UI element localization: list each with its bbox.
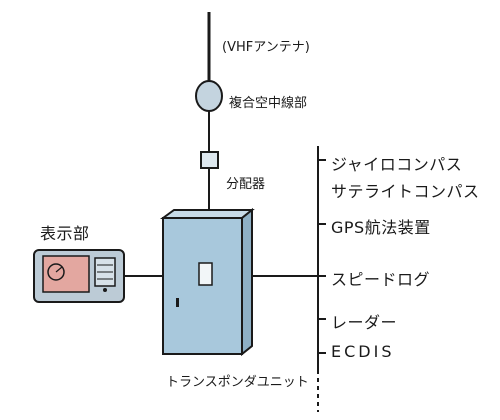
transponder-handle	[176, 298, 179, 307]
device-label-ecdis: ECDIS	[331, 342, 395, 361]
display-label: 表示部	[40, 224, 90, 243]
transponder-unit-shape	[162, 217, 243, 355]
antenna-label: (VHFアンテナ)	[222, 40, 310, 55]
splitter-label: 分配器	[226, 177, 266, 192]
coupler-label: 複合空中線部	[229, 96, 308, 111]
coupler-unit-shape	[195, 80, 223, 112]
transponder-window	[198, 262, 213, 286]
device-label-gyro: ジャイロコンパス	[331, 155, 463, 174]
transponder-label: トランスポンダユニット	[166, 375, 309, 390]
display-radar-sweep	[55, 266, 63, 273]
device-label-speed-log: スピードログ	[331, 270, 431, 289]
device-label-gps: GPS航法装置	[331, 218, 431, 237]
display-screen	[42, 255, 90, 293]
splitter-shape	[200, 151, 219, 169]
transponder-side-face	[241, 207, 253, 357]
device-label-radar: レーダー	[331, 313, 398, 332]
device-label-satellite: サテライトコンパス	[331, 182, 480, 201]
transponder-top-face	[159, 209, 255, 219]
display-radar-circle	[47, 263, 65, 281]
display-knob	[103, 288, 107, 292]
